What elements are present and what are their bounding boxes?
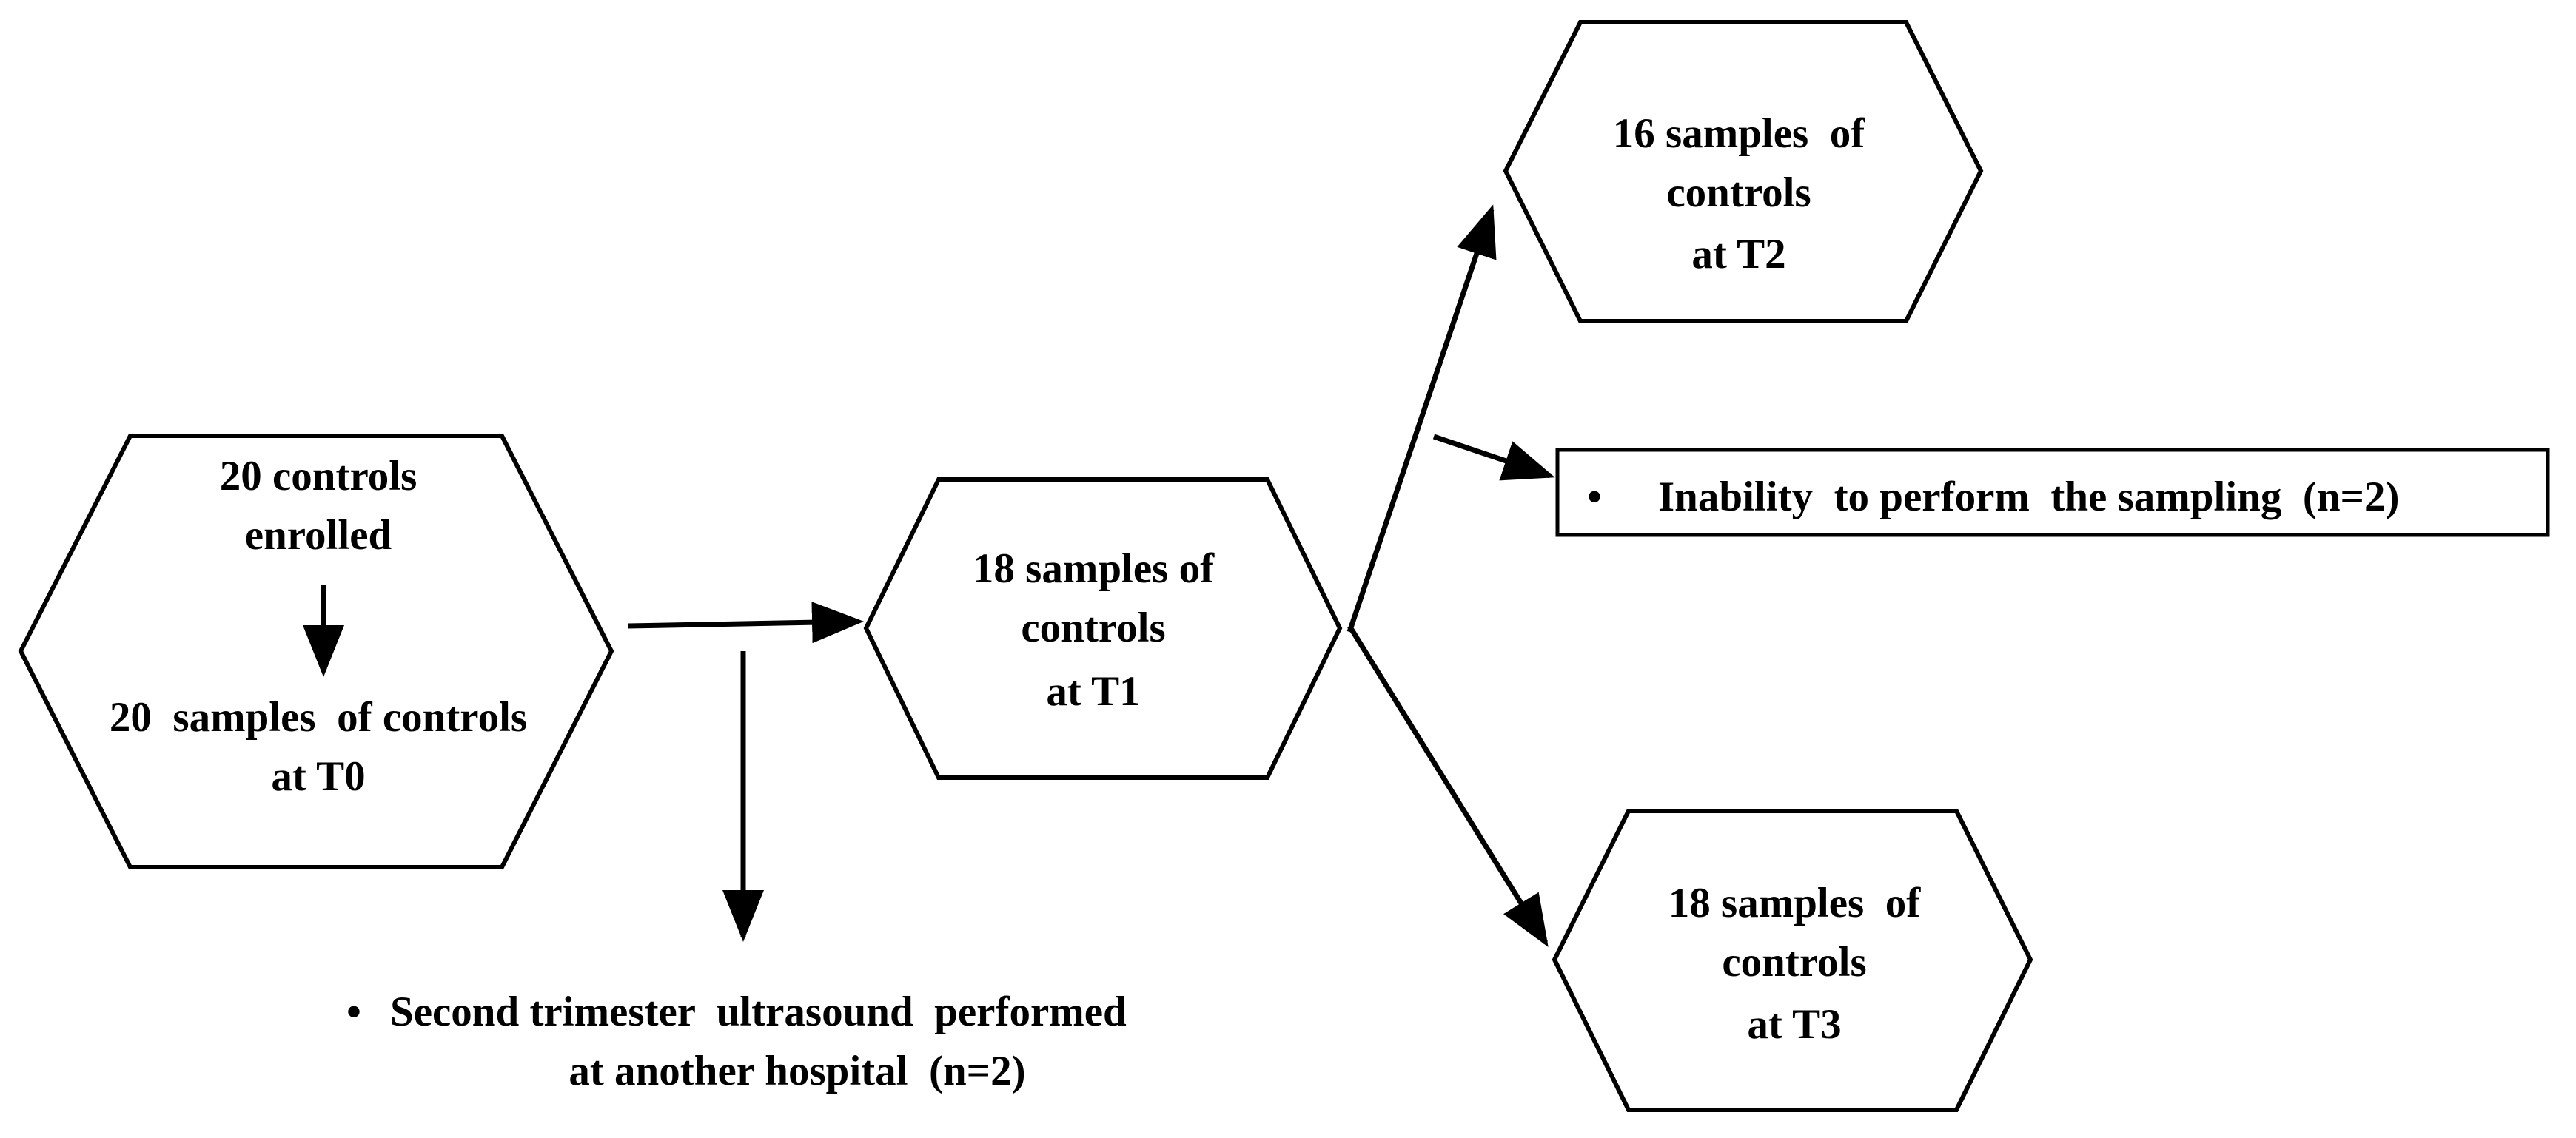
t3-line-2: controls: [1722, 939, 1866, 986]
exclusion-t1-t2-text: Inability to perform the sampling (n=2): [1658, 474, 2399, 520]
arrow-t1-to-t3: [1347, 624, 1549, 947]
t3-line-3: at T3: [1747, 1001, 1841, 1048]
arrow-t1-to-t2: [1346, 204, 1497, 633]
t0-line-4: at T0: [271, 753, 365, 800]
node-t2-controls: 16 samples of controls at T2: [1503, 20, 1984, 323]
t0-line-3: 20 samples of controls: [110, 694, 527, 741]
node-t1-controls: 18 samples of controls at T1: [863, 477, 1343, 780]
node-t3-controls: 18 samples of controls at T3: [1552, 809, 2033, 1112]
bullet-icon: •: [1587, 474, 1602, 520]
hexagon-t0: [18, 434, 614, 869]
exclusion-box: [1555, 448, 2550, 537]
arrow-t0-to-t1: [627, 602, 864, 644]
t3-line-1: 18 samples of: [1668, 880, 1921, 926]
t2-line-2: controls: [1666, 169, 1811, 216]
node-t0-controls: 20 controls enrolled 20 samples of contr…: [18, 434, 614, 869]
t1-line-3: at T1: [1046, 668, 1140, 715]
t1-line-2: controls: [1021, 605, 1165, 651]
hexagon-t2: [1503, 20, 1984, 323]
exclusion-note-t0-t1: • Second trimester ultrasound performed …: [346, 989, 1127, 1094]
t0-line-1: 20 controls: [220, 453, 417, 499]
bullet-icon: •: [346, 989, 361, 1035]
hexagon-t3: [1552, 809, 2033, 1112]
t0-line-2: enrolled: [245, 512, 392, 559]
exclusion-note-t1-t2: • Inability to perform the sampling (n=2…: [1555, 448, 2550, 537]
t2-line-1: 16 samples of: [1613, 110, 1865, 157]
exclusion-t0-t1-line-2: at another hospital (n=2): [568, 1048, 1025, 1094]
t1-line-1: 18 samples of: [973, 545, 1215, 592]
exclusion-t0-t1-line-1: Second trimester ultrasound performed: [390, 989, 1127, 1035]
hexagon-t1: [863, 477, 1343, 780]
t2-line-3: at T2: [1691, 231, 1785, 277]
arrow-exclusion-t1-t2: [1432, 434, 1555, 481]
